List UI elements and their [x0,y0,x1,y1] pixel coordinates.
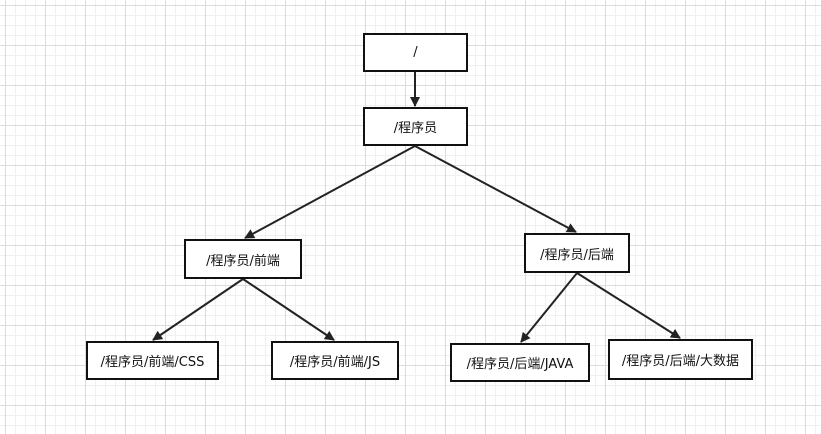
edge-backend-to-bigdata [576,272,681,339]
node-frontend-label: /程序员/前端 [206,253,280,269]
node-backend-java-label: /程序员/后端/JAVA [466,357,574,372]
node-frontend[interactable]: /程序员/前端 [184,239,302,279]
node-backend-bigdata-label: /程序员/后端/大数据 [621,354,740,369]
node-backend-java[interactable]: /程序员/后端/JAVA [450,343,590,382]
node-frontend-js[interactable]: /程序员/前端/JS [271,341,399,380]
node-frontend-js-label: /程序员/前端/JS [289,355,381,370]
node-backend[interactable]: /程序员/后端 [524,233,630,273]
edge-frontend-to-js [242,278,335,341]
edge-programmer-to-backend [414,145,577,233]
node-frontend-css[interactable]: /程序员/前端/CSS [86,341,219,380]
node-programmer-label: /程序员 [393,121,438,136]
node-root[interactable]: / [363,33,468,72]
edge-backend-to-java [520,272,578,343]
node-frontend-css-label: /程序员/前端/CSS [100,355,205,370]
node-programmer[interactable]: /程序员 [363,107,468,146]
edge-programmer-to-frontend [244,145,416,239]
node-backend-label: /程序员/后端 [540,247,614,263]
edge-frontend-to-css [152,278,244,341]
node-backend-bigdata[interactable]: /程序员/后端/大数据 [608,339,753,380]
node-root-label: / [413,45,418,60]
